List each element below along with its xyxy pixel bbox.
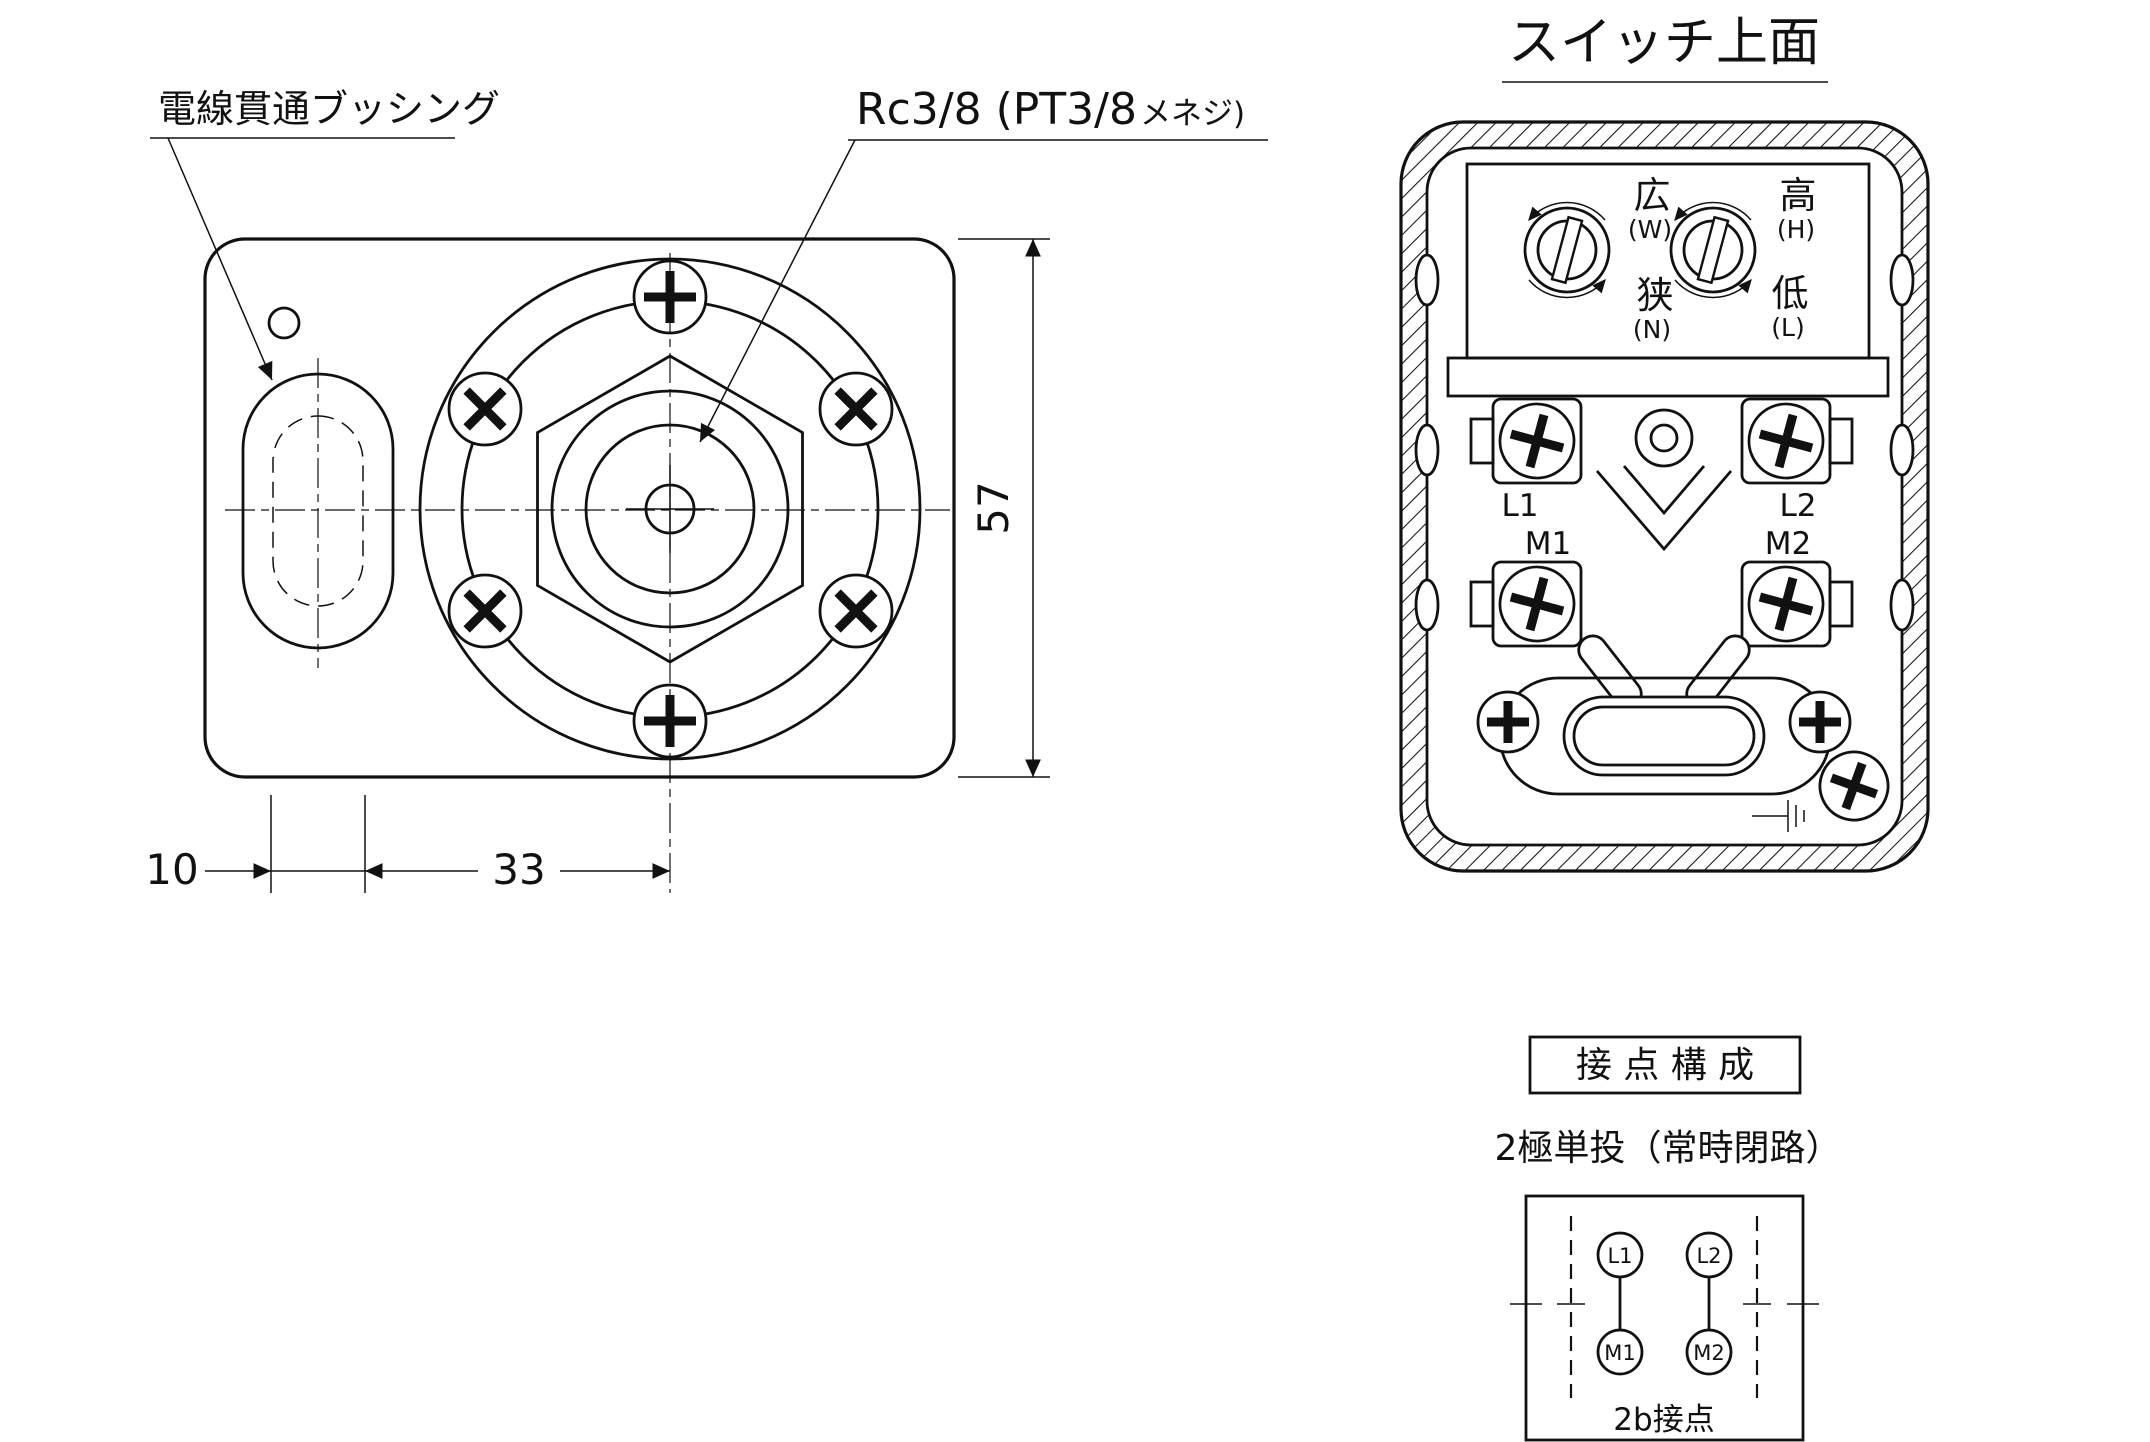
top-view: スイッチ上面 広 (W) 狭 (N) (1399, 13, 1930, 873)
label-terminal-m1: M1 (1525, 526, 1571, 562)
contact-subtitle: 2極単投（常時閉路） (1495, 1128, 1842, 1169)
label-low-code: (L) (1771, 313, 1804, 342)
cover-screw-upper-right (818, 371, 894, 447)
terminal-l2-block (1740, 397, 1832, 485)
corner-screw[interactable] (1810, 742, 1897, 829)
terminal-m1-block (1491, 560, 1583, 648)
rotate-arrow-bottom (1674, 278, 1752, 299)
dim-text-57: 57 (969, 481, 1018, 534)
dim-text-33: 33 (492, 845, 545, 894)
label-narrow: 狭 (1637, 274, 1674, 317)
contact-m2-circle (1685, 1328, 1733, 1376)
rotate-arrow-top (1674, 201, 1752, 222)
mid-strip (1446, 356, 1890, 398)
terminal-screw-m2[interactable] (1741, 559, 1832, 650)
contact-m1-circle (1596, 1328, 1644, 1376)
contact-l2-circle (1685, 1231, 1733, 1279)
terminal-screw-l2[interactable] (1741, 396, 1832, 487)
label-high: 高 (1780, 174, 1817, 217)
thread-leader-line (699, 139, 856, 443)
earth-symbol (1752, 800, 1805, 832)
contact-configuration: 接 点 構 成 2極単投（常時閉路） L1 L2 M1 M2 2b接点 (1495, 1035, 1842, 1442)
label-terminal-l1: L1 (1502, 488, 1539, 524)
label-wide-code: (W) (1628, 215, 1672, 244)
rim-tab-right-1 (1889, 253, 1915, 307)
rim-tab-right-3 (1889, 578, 1915, 632)
contact-l1-circle (1596, 1231, 1644, 1279)
contact-m2-label: M2 (1693, 1341, 1724, 1365)
rotate-arrow-top (1528, 201, 1606, 222)
adjuster-screw-high-low[interactable] (1669, 201, 1757, 299)
v-rib-outer (1595, 470, 1733, 552)
cover-screw-lower-left (447, 573, 523, 649)
cover-screw-upper-left (447, 371, 523, 447)
contact-l1-label: L1 (1607, 1244, 1632, 1268)
contact-m1-label: M1 (1604, 1341, 1635, 1365)
label-terminal-m2: M2 (1765, 526, 1811, 562)
thread-label: Rc3/8 (PT3/8 (856, 84, 1137, 135)
cover-screw-lower-right (818, 573, 894, 649)
top-view-title: スイッチ上面 (1508, 13, 1820, 73)
oval-hole-inner (1572, 705, 1756, 767)
switch-body-outline (203, 237, 956, 779)
center-pivot-inner (1649, 423, 1679, 453)
bottom-screw-right[interactable] (1788, 690, 1852, 754)
contact-title: 接 点 構 成 (1576, 1045, 1754, 1086)
front-view: 電線貫通ブッシング Rc3/8 (PT3/8 メネジ) 57 10 33 (145, 84, 1268, 894)
label-terminal-l2: L2 (1780, 488, 1817, 524)
label-high-code: (H) (1777, 215, 1815, 244)
small-hole (267, 306, 301, 340)
rim-tab-left-3 (1414, 578, 1440, 632)
label-narrow-code: (N) (1633, 315, 1671, 344)
terminal-screw-m1[interactable] (1492, 559, 1583, 650)
contact-title-box (1528, 1035, 1802, 1095)
bushing-label: 電線貫通ブッシング (158, 87, 500, 131)
terminal-m2-block (1740, 560, 1832, 648)
terminal-l1-block (1491, 397, 1583, 485)
dim-text-10: 10 (145, 845, 198, 894)
bottom-screw-left[interactable] (1476, 690, 1540, 754)
adjuster-slot (1696, 215, 1730, 285)
contact-diagram-box (1524, 1194, 1805, 1442)
adjuster-screw-wide-narrow[interactable] (1523, 201, 1611, 299)
rim-tab-left-2 (1414, 423, 1440, 477)
rim-tab-right-2 (1889, 423, 1915, 477)
thread-label-small: メネジ) (1140, 96, 1245, 132)
contact-type-label: 2b接点 (1613, 1402, 1714, 1438)
rim-tab-left-1 (1414, 253, 1440, 307)
label-low: 低 (1772, 272, 1809, 315)
center-pivot-outer (1634, 408, 1694, 468)
adjuster-slot (1550, 215, 1584, 285)
label-wide: 広 (1634, 174, 1671, 217)
boot-rim-inner (1425, 146, 1904, 847)
terminal-screw-l1[interactable] (1492, 396, 1583, 487)
rotate-arrow-bottom (1528, 278, 1606, 299)
contact-l2-label: L2 (1696, 1244, 1721, 1268)
oval-hole-outer (1562, 695, 1766, 777)
bushing-leader-line (167, 137, 273, 381)
v-rib-inner (1622, 465, 1706, 516)
